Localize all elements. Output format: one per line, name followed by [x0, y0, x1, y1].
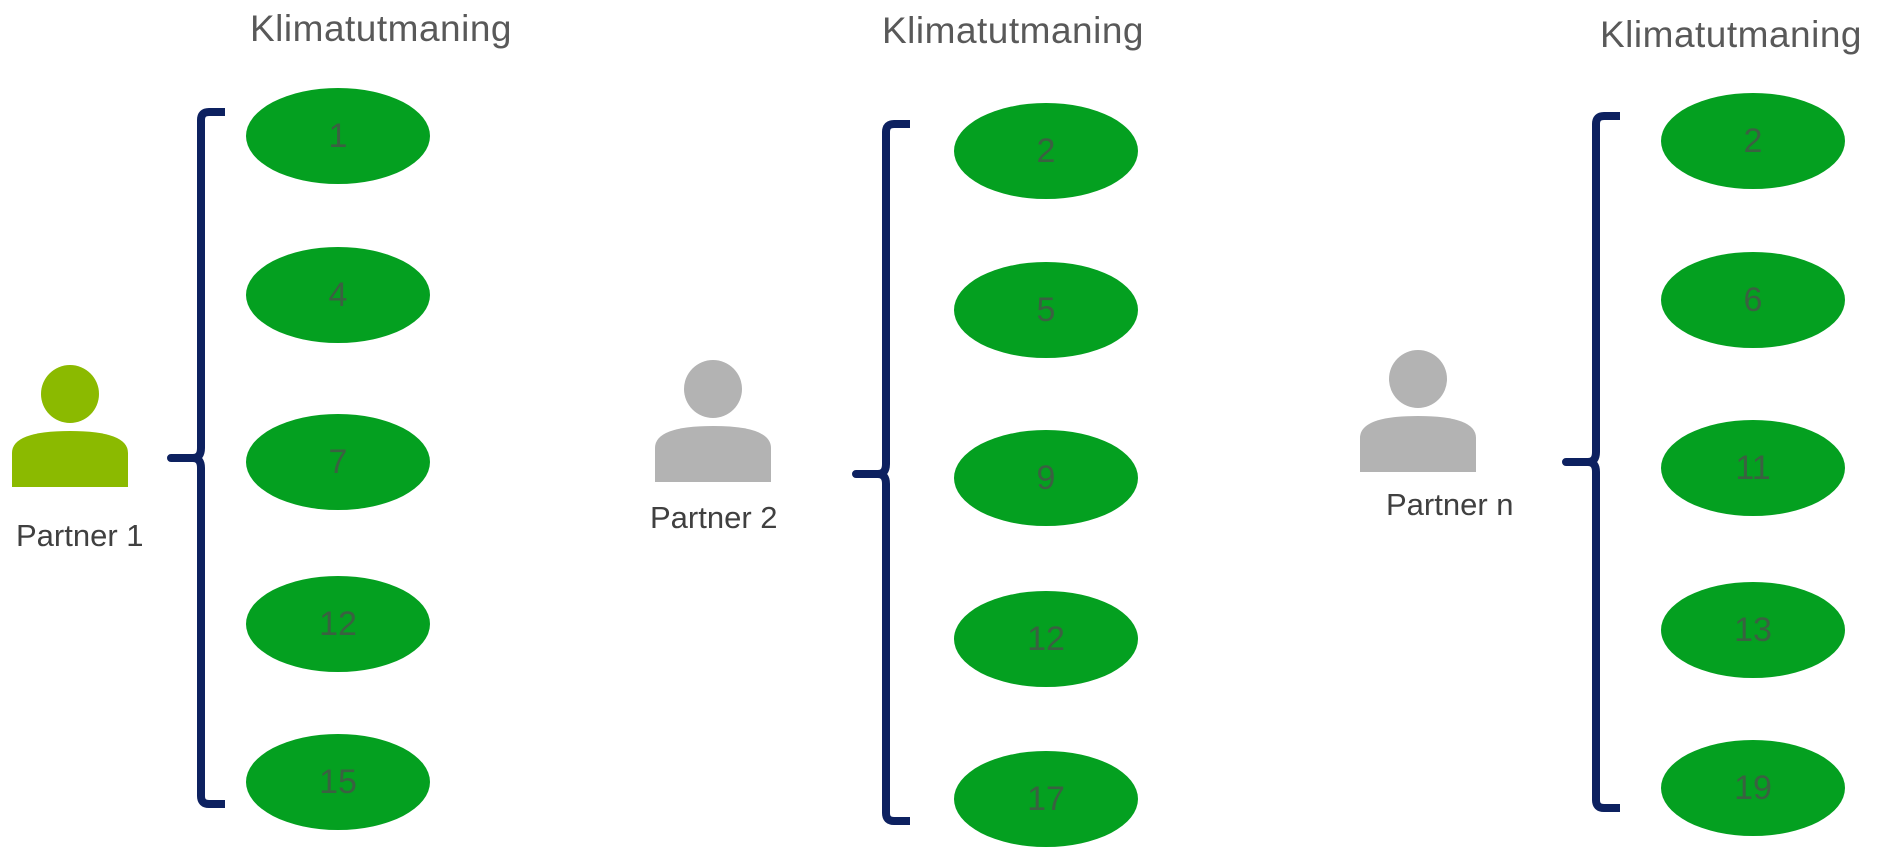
bracket-group-3	[1562, 112, 1620, 812]
item-number: 12	[319, 604, 357, 643]
partner-1-label: Partner 1	[16, 518, 144, 553]
item-ellipse: 17	[954, 751, 1138, 847]
item-number: 7	[328, 442, 348, 481]
item-ellipse: 6	[1661, 252, 1845, 348]
item-ellipse: 2	[954, 103, 1138, 199]
item-number: 2	[1743, 121, 1763, 160]
item-number: 4	[328, 275, 348, 314]
item-ellipse: 1	[246, 88, 430, 184]
partner-n-label: Partner n	[1386, 487, 1514, 522]
partner-2-label: Partner 2	[650, 500, 778, 535]
item-ellipse: 4	[246, 247, 430, 343]
item-ellipse: 19	[1661, 740, 1845, 836]
bracket-group-1	[167, 108, 225, 808]
item-ellipse: 15	[246, 734, 430, 830]
item-ellipse: 7	[246, 414, 430, 510]
item-number: 5	[1036, 290, 1056, 329]
item-number: 19	[1734, 768, 1772, 807]
group-1-heading: Klimatutmaning	[250, 8, 513, 49]
person-icon	[655, 360, 771, 482]
person-icon	[1360, 350, 1476, 472]
item-ellipse: 9	[954, 430, 1138, 526]
item-number: 11	[1735, 448, 1771, 487]
item-number: 12	[1027, 619, 1065, 658]
group-3-heading: Klimatutmaning	[1600, 14, 1863, 55]
item-number: 15	[319, 762, 357, 801]
item-number: 2	[1036, 131, 1056, 170]
item-ellipse: 2	[1661, 93, 1845, 189]
item-number: 6	[1743, 280, 1763, 319]
person-icon	[12, 365, 128, 487]
item-number: 9	[1036, 458, 1056, 497]
item-ellipse: 11	[1661, 420, 1845, 516]
item-ellipse: 13	[1661, 582, 1845, 678]
item-number: 17	[1027, 779, 1065, 818]
item-number: 1	[328, 116, 348, 155]
item-number: 13	[1734, 610, 1772, 649]
item-ellipse: 12	[246, 576, 430, 672]
item-ellipse: 12	[954, 591, 1138, 687]
item-ellipse: 5	[954, 262, 1138, 358]
group-2-heading: Klimatutmaning	[882, 10, 1145, 51]
bracket-group-2	[852, 120, 910, 825]
